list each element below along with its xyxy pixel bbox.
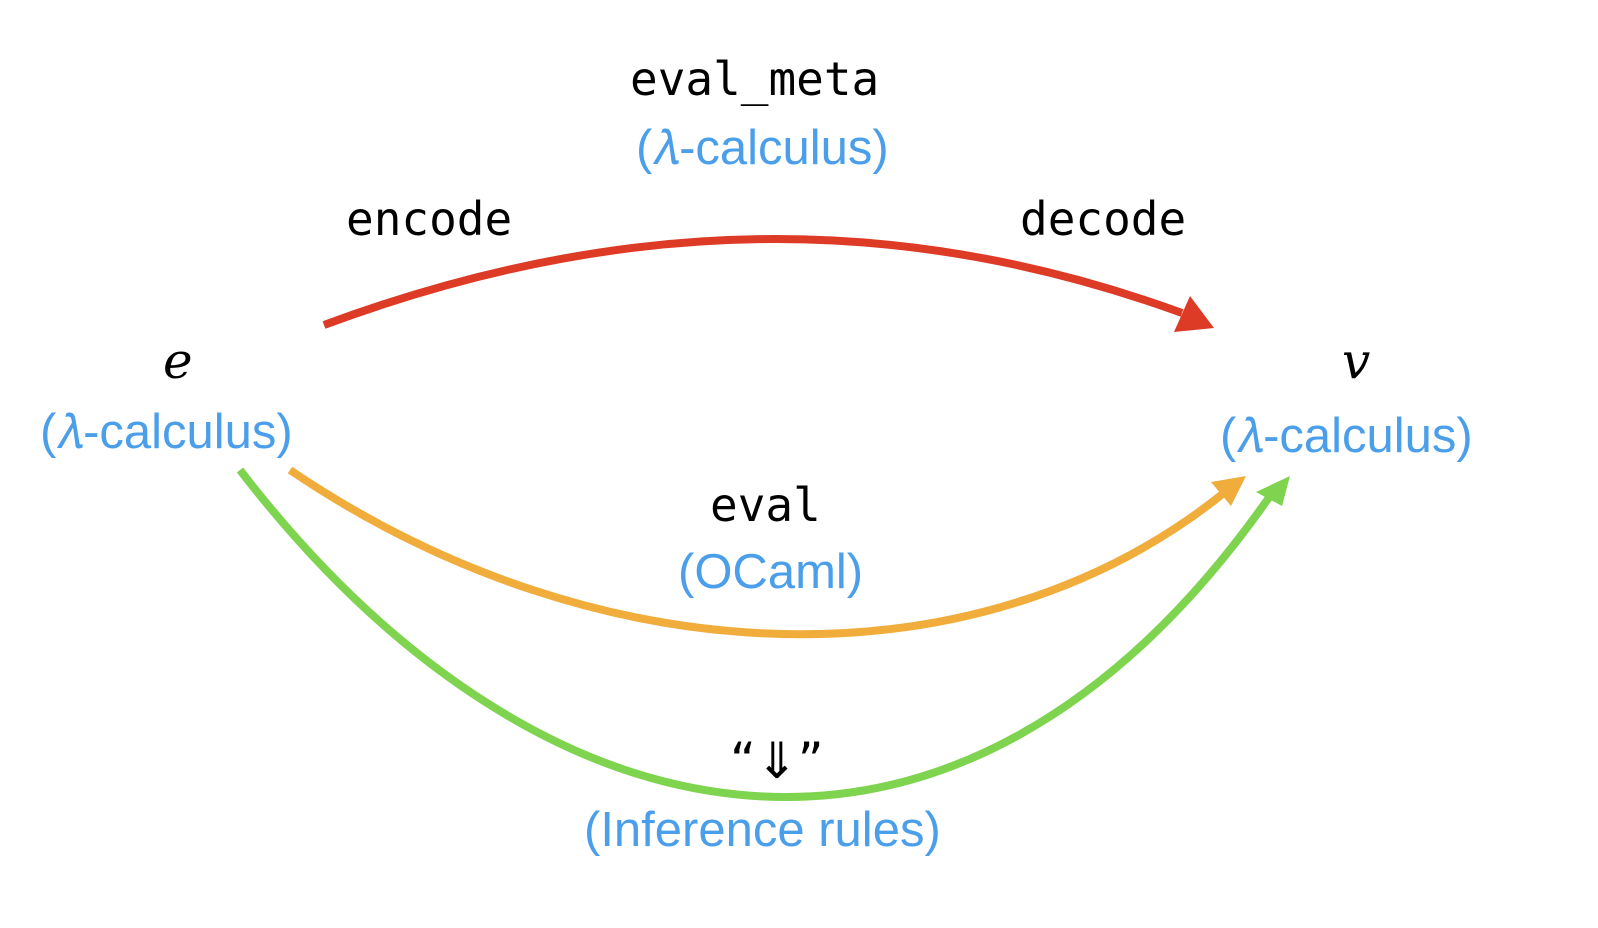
source-symbol: e [163, 332, 193, 390]
direct-arrowhead [1211, 476, 1246, 506]
direct-name-label: eval [710, 478, 821, 532]
meta-name-label: eval_meta [630, 52, 880, 106]
rules-arrow [236, 467, 1274, 801]
source-language-label: (𝜆-calculus) [40, 405, 293, 459]
target-language-label: (𝜆-calculus) [1220, 409, 1473, 463]
encode-label: encode [346, 192, 513, 246]
target-symbol: v [1342, 332, 1371, 390]
meta-arrow [322, 235, 1184, 329]
rules-language-label: (Inference rules) [584, 803, 941, 857]
direct-arrow [287, 466, 1228, 639]
rules-name-label: “⇓” [730, 732, 824, 790]
decode-label: decode [1020, 192, 1187, 246]
meta-arrowhead [1174, 296, 1214, 332]
rules-arrowhead [1256, 476, 1290, 506]
meta-language-label: (𝜆-calculus) [636, 121, 889, 175]
direct-language-label: (OCaml) [678, 545, 864, 599]
